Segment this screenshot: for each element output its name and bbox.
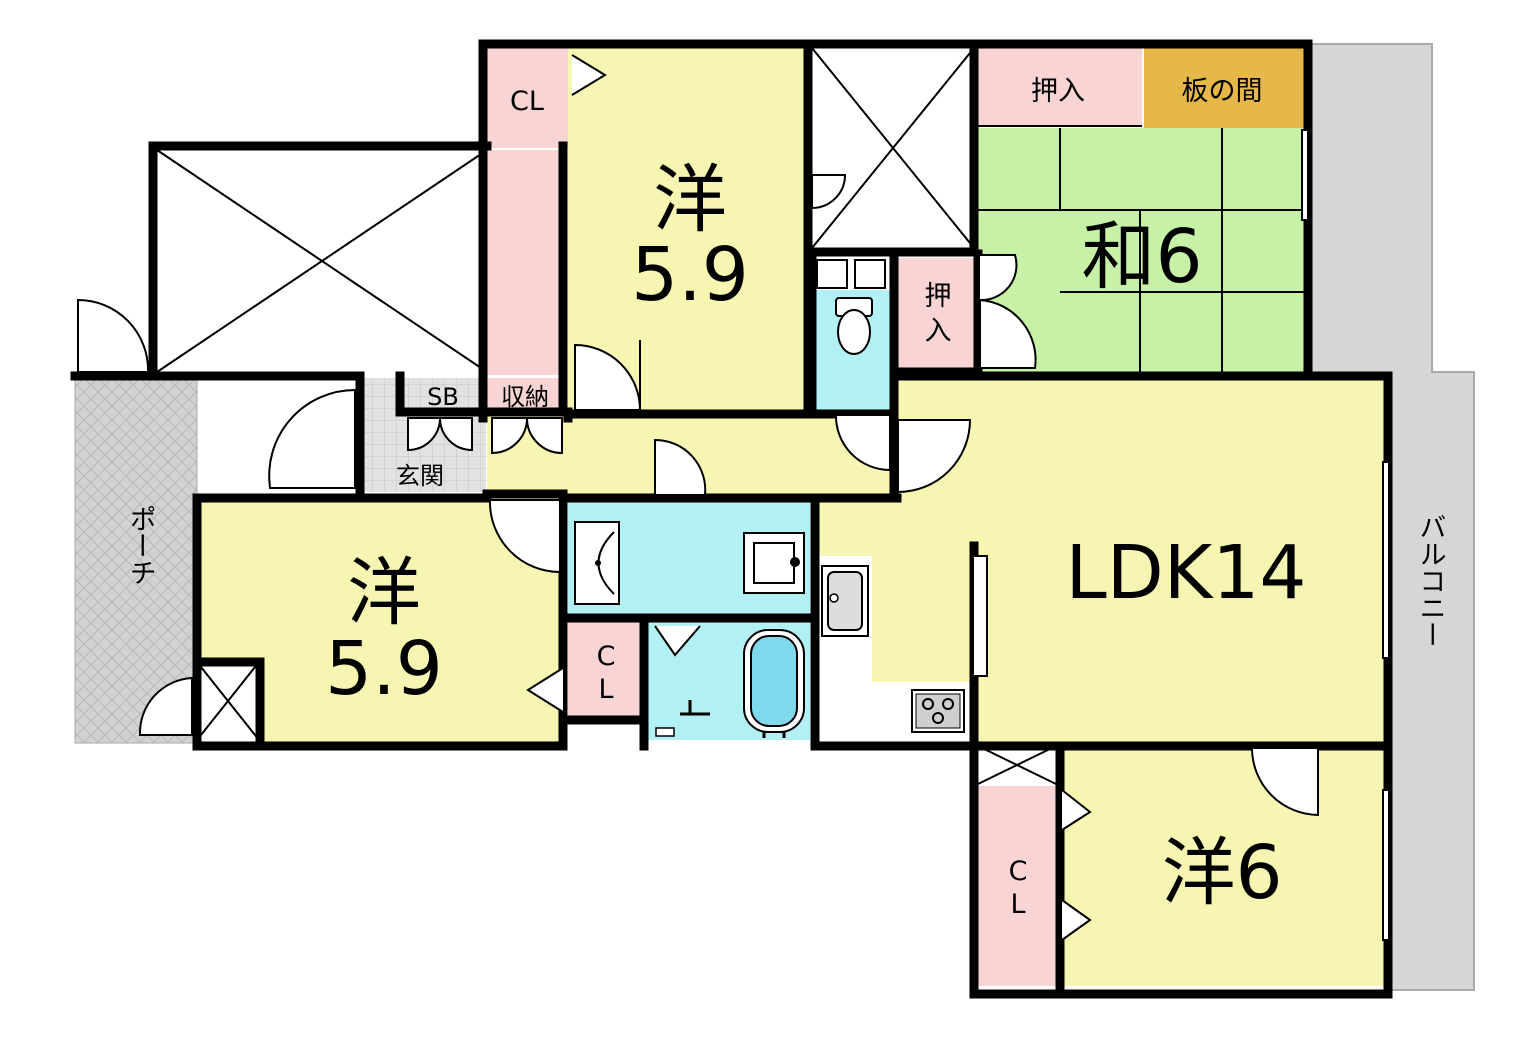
japanese-room-label: 和6 — [1081, 214, 1202, 300]
western-room-left — [197, 494, 563, 742]
closet-bottom — [978, 786, 1058, 986]
closet-side-tall — [487, 150, 563, 375]
oshiire-side-label-1: 押 — [925, 281, 952, 312]
closet-top-label: CL — [510, 86, 544, 117]
balcony-label: バルコニー — [1415, 513, 1446, 648]
western-top-kanji: 洋 — [653, 157, 727, 243]
porch-label: ポーチ — [125, 505, 156, 586]
closet-bottom-label-c: C — [1009, 856, 1028, 887]
western-room-top — [568, 48, 808, 413]
shuno-label: 収納 — [501, 383, 549, 411]
western-left-kanji: 洋 — [347, 550, 421, 636]
western-room-bottom — [1060, 746, 1386, 986]
stove-icon — [911, 689, 965, 733]
doors — [77, 174, 1319, 817]
fixtures — [574, 297, 965, 738]
western-left-size: 5.9 — [325, 626, 443, 712]
genkan-label: 玄関 — [396, 462, 444, 490]
oshiire-top — [978, 48, 1142, 126]
bathtub-icon — [743, 629, 805, 738]
western-top-size: 5.9 — [631, 232, 749, 318]
kitchen-sink-icon — [821, 565, 869, 637]
itanoma — [1144, 48, 1304, 128]
closet-bottom-label-l: L — [1010, 889, 1025, 920]
closet-top — [487, 48, 568, 148]
shoe-box-label: SB — [427, 383, 459, 411]
ldk-label: LDK14 — [1066, 530, 1307, 616]
closet-middle — [568, 622, 644, 718]
closet-door-marks — [526, 54, 1092, 941]
faucet-icon — [655, 700, 710, 737]
void-cross-lines — [156, 47, 1057, 785]
shuno-storage — [487, 378, 563, 412]
oshiire-side — [898, 258, 978, 370]
washing-machine-icon — [743, 532, 805, 594]
oshiire-top-label: 押入 — [1031, 76, 1085, 107]
itanoma-label: 板の間 — [1182, 76, 1263, 107]
toilet-icon — [835, 297, 873, 355]
windows — [972, 129, 1390, 941]
closet-middle-label-c: C — [597, 641, 616, 672]
oshiire-side-label-2: 入 — [925, 316, 952, 347]
wash-basin-icon — [574, 521, 620, 605]
tatami-lines — [978, 125, 1304, 374]
western-bottom-label: 洋6 — [1161, 830, 1282, 916]
closet-middle-label-l: L — [598, 674, 613, 705]
ldk-room — [815, 376, 1386, 742]
